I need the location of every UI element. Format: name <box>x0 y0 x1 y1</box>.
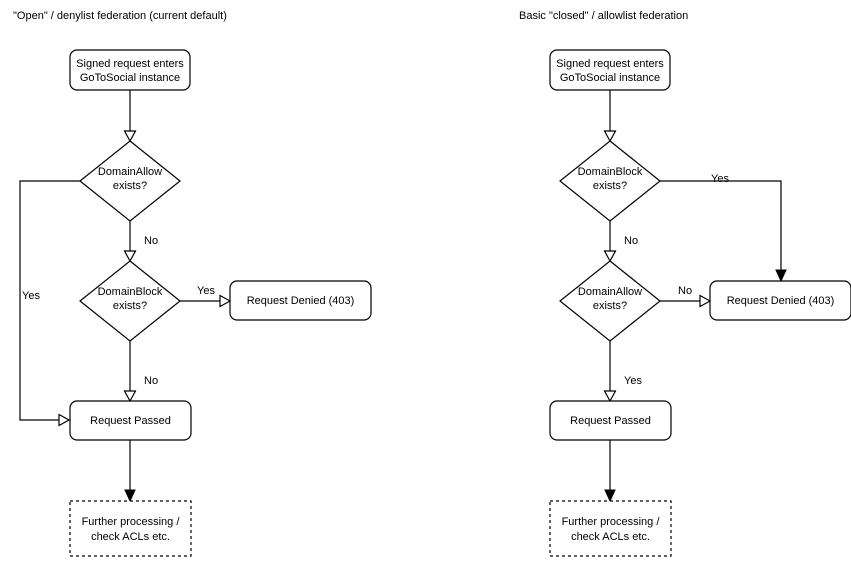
node-decision-domainallow-left[interactable]: DomainAllow exists? <box>79 140 181 222</box>
request-passed-label-left: Request Passed <box>90 415 171 427</box>
edge-label-domainallow-no-right: No <box>678 285 692 297</box>
entry-box-shape-right <box>549 49 671 91</box>
node-request-passed-right[interactable]: Request Passed <box>549 400 672 441</box>
node-request-denied-left[interactable]: Request Denied (403) <box>229 280 372 321</box>
node-decision-domainblock-right[interactable]: DomainBlock exists? <box>559 140 661 222</box>
entry-box-line2-right: GoToSocial instance <box>560 72 660 84</box>
entry-box-line2-left: GoToSocial instance <box>80 72 180 84</box>
domainblock-line1-left: DomainBlock <box>98 286 163 298</box>
domainallow-line2-right: exists? <box>593 300 627 312</box>
edge-label-domainblock-yes-left: Yes <box>197 285 215 297</box>
node-further-processing-left[interactable]: Further processing / check ACLs etc. <box>69 500 192 557</box>
node-decision-domainallow-right[interactable]: DomainAllow exists? <box>559 260 661 342</box>
domainblock-line1-right: DomainBlock <box>578 166 643 178</box>
edge-domainallow-yes-left: Yes <box>19 180 80 427</box>
edge-passed-to-further-right <box>604 440 616 503</box>
arrowhead-filled-icon <box>775 269 787 283</box>
arrowhead-open-icon <box>603 250 617 263</box>
node-request-denied-right[interactable]: Request Denied (403) <box>709 280 851 321</box>
request-denied-label-left: Request Denied (403) <box>247 295 355 307</box>
request-denied-box-shape-left <box>229 280 372 321</box>
node-request-passed-left[interactable]: Request Passed <box>69 400 192 441</box>
further-processing-box-shape-right <box>549 500 672 557</box>
further-processing-line1-left: Further processing / <box>82 516 181 528</box>
diagram-open-denylist: "Open" / denylist federation (current de… <box>13 10 372 557</box>
further-processing-line1-right: Further processing / <box>562 516 661 528</box>
domainallow-line1-left: DomainAllow <box>98 166 162 178</box>
arrowhead-open-icon <box>123 250 137 263</box>
edge-label-domainallow-yes-right: Yes <box>624 375 642 387</box>
diagram-title-left: "Open" / denylist federation (current de… <box>13 10 227 22</box>
further-processing-box-shape-left <box>69 500 192 557</box>
arrowhead-filled-icon <box>124 489 136 503</box>
edge-label-domainallow-no-left: No <box>144 235 158 247</box>
edge-entry-to-domainblock-right <box>603 90 617 143</box>
arrowhead-open-icon <box>123 390 137 403</box>
arrowhead-open-icon <box>58 413 71 427</box>
edge-label-domainallow-yes-left: Yes <box>22 290 40 302</box>
further-processing-line2-right: check ACLs etc. <box>571 531 650 543</box>
domainblock-line2-left: exists? <box>113 300 147 312</box>
node-decision-domainblock-left[interactable]: DomainBlock exists? <box>79 260 181 342</box>
node-entry-right[interactable]: Signed request enters GoToSocial instanc… <box>549 49 671 91</box>
domainallow-line2-left: exists? <box>113 180 147 192</box>
arrowhead-open-icon <box>123 130 137 143</box>
domainblock-line2-right: exists? <box>593 180 627 192</box>
node-further-processing-right[interactable]: Further processing / check ACLs etc. <box>549 500 672 557</box>
diagram-closed-allowlist: Basic "closed" / allowlist federation Si… <box>519 10 851 557</box>
edge-label-domainblock-no-left: No <box>144 375 158 387</box>
entry-box-line1-right: Signed request enters <box>556 58 664 70</box>
request-denied-label-right: Request Denied (403) <box>727 295 835 307</box>
edge-domainallow-no-left: No <box>123 221 158 263</box>
edge-entry-to-domainallow-left <box>123 90 137 143</box>
arrowhead-filled-icon <box>604 489 616 503</box>
edge-domainallow-yes-right: Yes <box>603 341 642 403</box>
domainallow-line1-right: DomainAllow <box>578 286 642 298</box>
edge-label-domainblock-yes-right: Yes <box>711 173 729 185</box>
edge-passed-to-further-left <box>124 440 136 503</box>
edge-label-domainblock-no-right: No <box>624 235 638 247</box>
edge-domainblock-yes-right: Yes <box>660 173 787 283</box>
diagram-title-right: Basic "closed" / allowlist federation <box>519 10 688 22</box>
arrowhead-open-icon <box>603 390 617 403</box>
entry-box-line1-left: Signed request enters <box>76 58 184 70</box>
request-denied-box-shape-right <box>709 280 851 321</box>
arrowhead-open-icon <box>219 294 232 308</box>
edge-domainallow-no-right: No <box>660 285 712 308</box>
arrowhead-open-icon <box>699 294 712 308</box>
arrowhead-open-icon <box>603 130 617 143</box>
edge-domainblock-yes-left: Yes <box>180 285 232 308</box>
entry-box-shape-left <box>69 49 191 91</box>
edge-domainblock-no-left: No <box>123 341 158 403</box>
node-entry-left[interactable]: Signed request enters GoToSocial instanc… <box>69 49 191 91</box>
request-passed-label-right: Request Passed <box>570 415 651 427</box>
edge-domainblock-no-right: No <box>603 221 638 263</box>
further-processing-line2-left: check ACLs etc. <box>91 531 170 543</box>
